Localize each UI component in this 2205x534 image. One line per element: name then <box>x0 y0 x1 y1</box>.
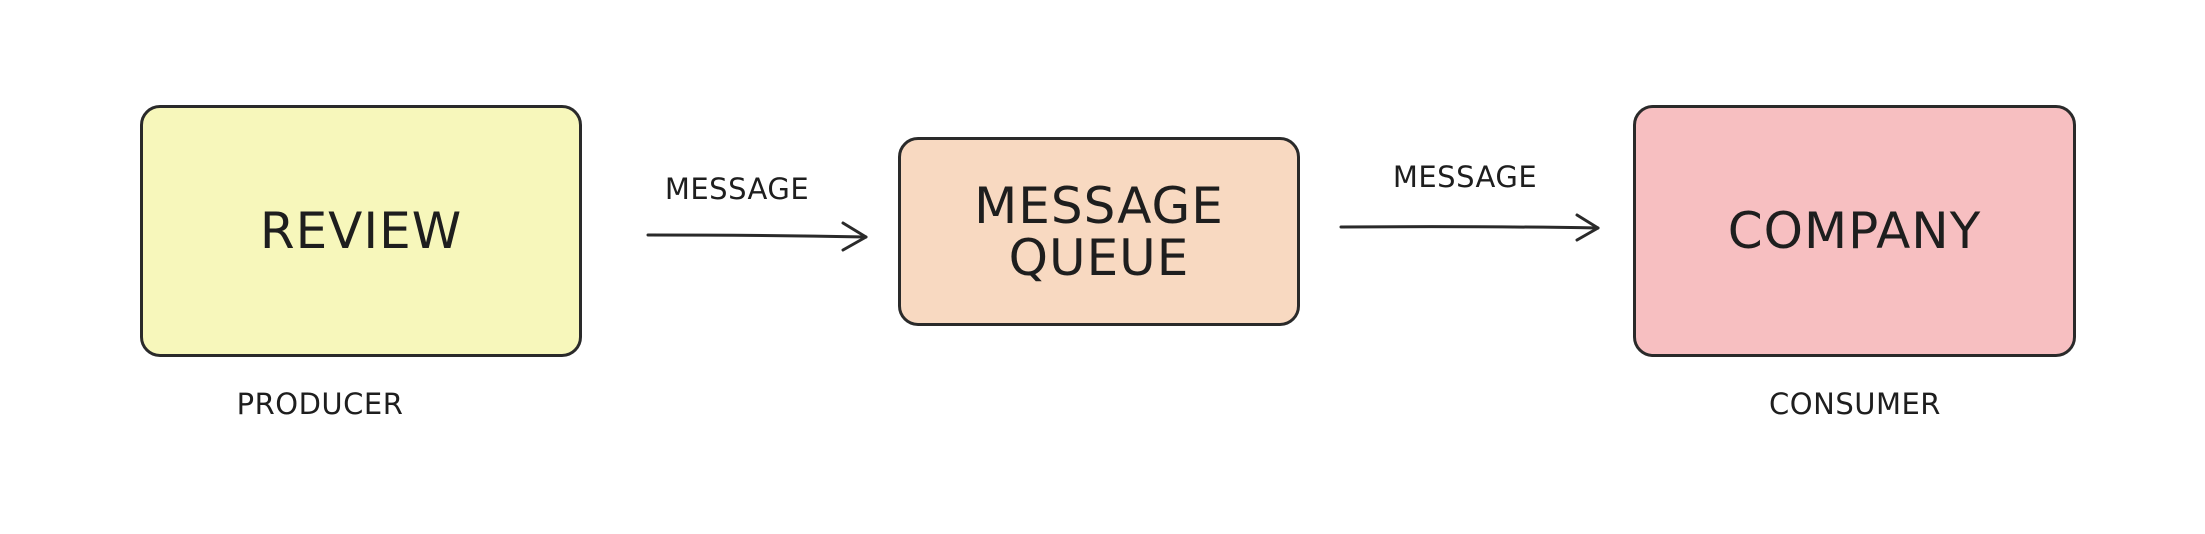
message-queue-node-label-line-2: QUEUE <box>1008 228 1190 287</box>
edge-label-review-to-queue: MESSAGE <box>664 172 810 206</box>
arrow-review-to-queue-shaft <box>646 233 868 239</box>
message-queue-node-label-line-1: MESSAGE <box>974 176 1224 235</box>
message-queue-node-label: MESSAGE QUEUE <box>974 180 1224 284</box>
arrow-queue-to-company-head <box>1575 213 1600 242</box>
company-node-label-line: COMPANY <box>1727 202 1982 260</box>
company-node-label: COMPANY <box>1728 205 1982 257</box>
arrow-review-to-queue-head <box>841 221 868 252</box>
review-node-label-line: REVIEW <box>259 202 463 260</box>
arrow-queue-to-company-shaft <box>1339 225 1600 230</box>
review-node[interactable]: REVIEW <box>140 105 582 357</box>
review-node-label: REVIEW <box>260 205 462 257</box>
edge-label-queue-to-company: MESSAGE <box>1392 160 1538 194</box>
company-node[interactable]: COMPANY <box>1633 105 2076 357</box>
consumer-caption: CONSUMER <box>1769 387 1941 421</box>
arrow-queue-to-company <box>1339 213 1600 242</box>
producer-caption: PRODUCER <box>236 387 404 421</box>
message-queue-node[interactable]: MESSAGE QUEUE <box>898 137 1300 326</box>
arrow-review-to-queue <box>646 221 868 252</box>
